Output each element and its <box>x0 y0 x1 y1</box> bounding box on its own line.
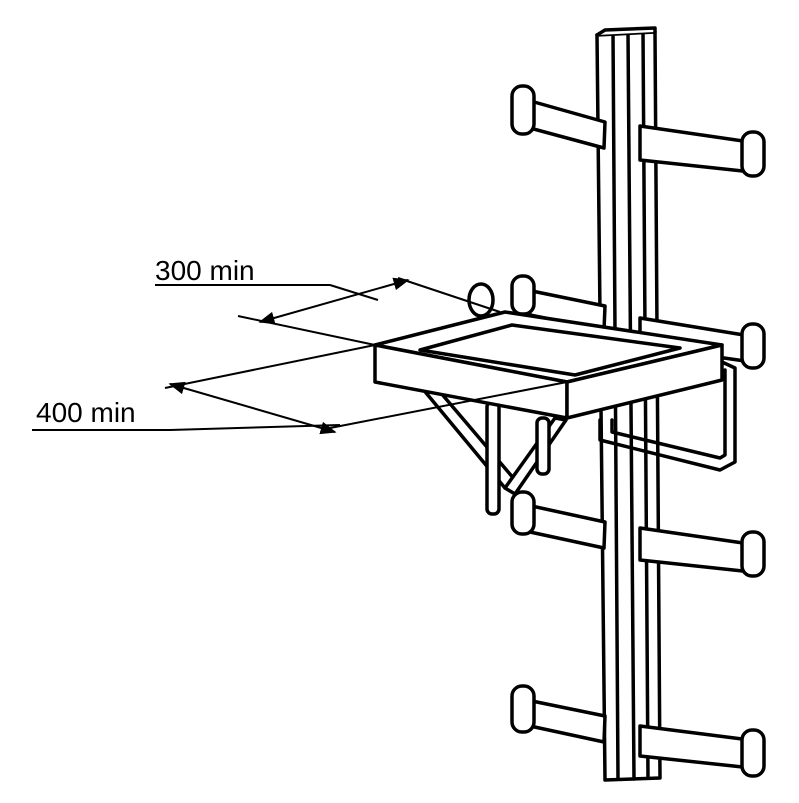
rung-lower <box>510 490 766 578</box>
support-bracket <box>420 384 568 516</box>
rung-bottom <box>510 684 766 778</box>
rest-platform <box>373 310 724 420</box>
dimension-300: 300 min <box>155 255 501 346</box>
extension-line <box>329 381 568 429</box>
extension-line <box>164 344 376 389</box>
dimension-label-400: 400 min <box>36 397 136 428</box>
dimension-400: 400 min <box>32 344 568 435</box>
dimension-arrow <box>168 381 337 435</box>
dimension-label-300: 300 min <box>155 255 255 286</box>
dimension-arrow <box>258 277 410 325</box>
extension-line <box>397 277 501 313</box>
rung-upper <box>510 84 766 178</box>
extension-line <box>237 315 376 346</box>
vertical-stile <box>595 26 662 782</box>
